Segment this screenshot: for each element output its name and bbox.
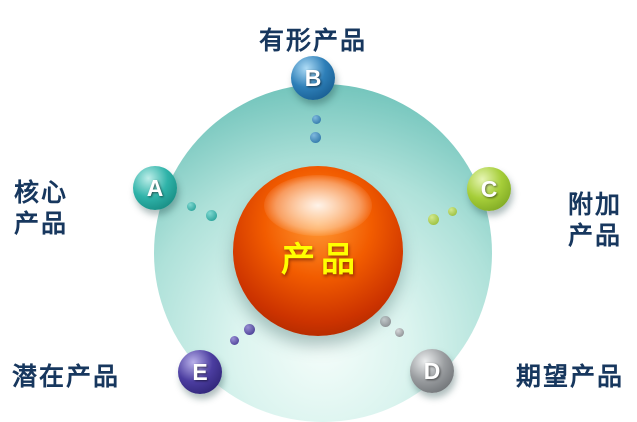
dot-trail-d bbox=[395, 328, 404, 337]
dot-trail-b bbox=[312, 115, 321, 124]
node-a-sphere: A bbox=[133, 166, 177, 210]
node-a-letter: A bbox=[146, 174, 164, 201]
dot-trail-a bbox=[206, 210, 217, 221]
node-d-letter: D bbox=[423, 357, 441, 384]
node-c-label: 附加 产品 bbox=[568, 190, 622, 253]
node-a-label-line2: 产品 bbox=[14, 210, 69, 239]
node-b-sphere: B bbox=[291, 56, 335, 100]
center-product-sphere: 产品 bbox=[233, 166, 403, 336]
center-product-label: 产品 bbox=[281, 240, 361, 279]
node-e-sphere: E bbox=[178, 350, 222, 394]
node-a-label-line1: 核心 bbox=[14, 179, 69, 207]
dot-trail-c bbox=[428, 214, 439, 225]
node-d-label: 期望产品 bbox=[516, 363, 625, 391]
dot-trail-e bbox=[230, 336, 239, 345]
node-c-letter: C bbox=[480, 175, 498, 202]
node-c-label-line1: 附加 bbox=[568, 191, 623, 219]
dot-trail-b bbox=[310, 132, 321, 143]
node-e-label: 潜在产品 bbox=[12, 363, 121, 391]
node-c-label-line2: 产品 bbox=[568, 222, 623, 251]
dot-trail-e bbox=[244, 324, 255, 335]
dot-trail-a bbox=[187, 202, 196, 211]
node-b-letter: B bbox=[304, 64, 322, 91]
node-e-letter: E bbox=[192, 358, 208, 385]
node-a-label: 核心 产品 bbox=[14, 178, 68, 241]
node-c-sphere: C bbox=[467, 167, 511, 211]
node-d-sphere: D bbox=[410, 349, 454, 393]
node-b-label: 有形产品 bbox=[258, 27, 367, 55]
dot-trail-d bbox=[380, 316, 391, 327]
dot-trail-c bbox=[448, 207, 457, 216]
